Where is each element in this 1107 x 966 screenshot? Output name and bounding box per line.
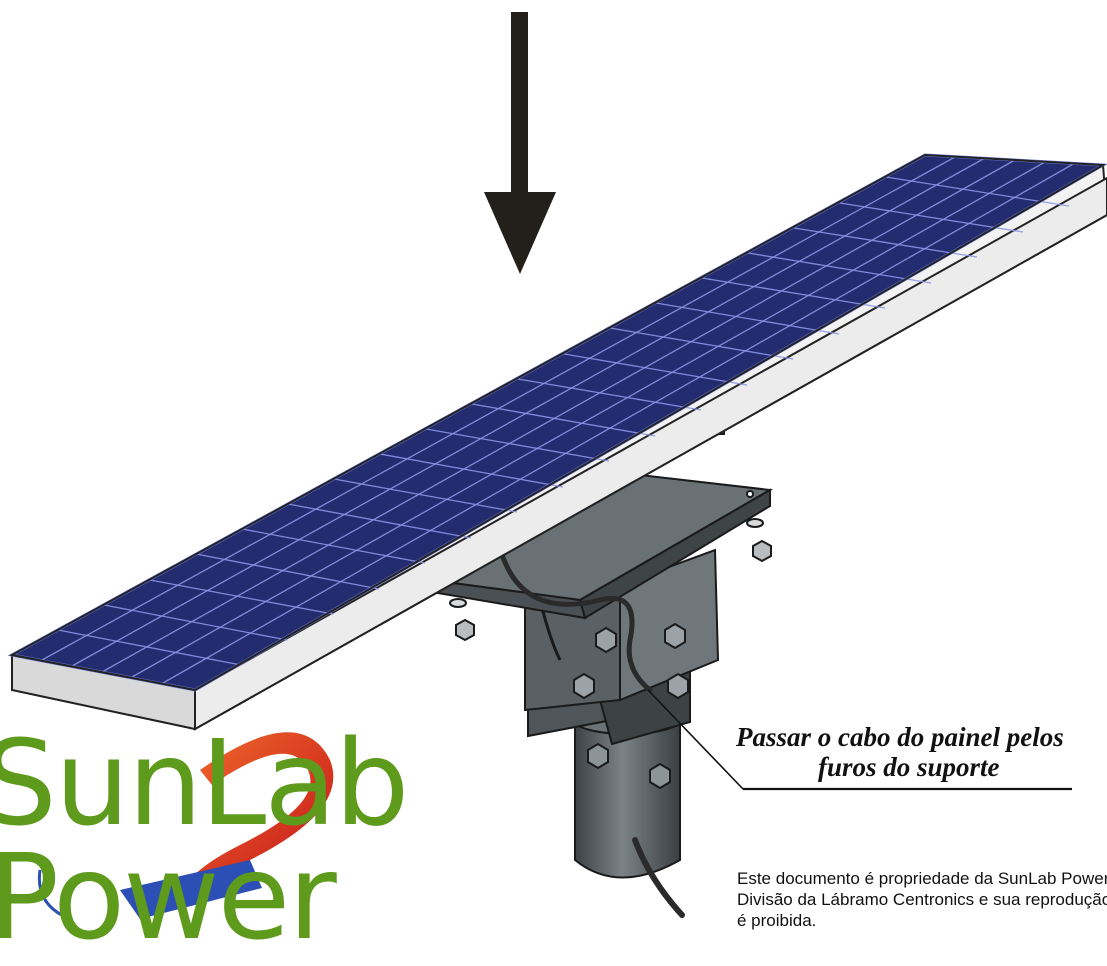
assembly-drawing [7, 12, 1107, 919]
cable-icon [497, 545, 685, 918]
copyright-line-3: é proibida. [737, 911, 817, 930]
solar-panel-icon [7, 153, 1107, 731]
logo-word-power: Power [0, 828, 337, 966]
mounting-bracket-icon [426, 419, 774, 879]
down-arrow-icon [484, 12, 556, 274]
logo-word-sunlab: SunLab [0, 714, 409, 852]
callout-line-1: Passar o cabo do painel pelos [736, 722, 1064, 752]
callout-line-2: furos do suporte [818, 752, 1000, 782]
logo-swoosh-icon [37, 732, 334, 919]
cable-instruction-callout: Passar o cabo do painel pelos furos do s… [736, 722, 1107, 782]
callout-leader-icon [647, 689, 1072, 791]
copyright-notice: Este documento é propriedade da SunLab P… [737, 868, 1107, 931]
copyright-line-1: Este documento é propriedade da SunLab P… [737, 869, 1107, 888]
copyright-line-2: Divisão da Lábramo Centronics e sua repr… [737, 890, 1107, 909]
